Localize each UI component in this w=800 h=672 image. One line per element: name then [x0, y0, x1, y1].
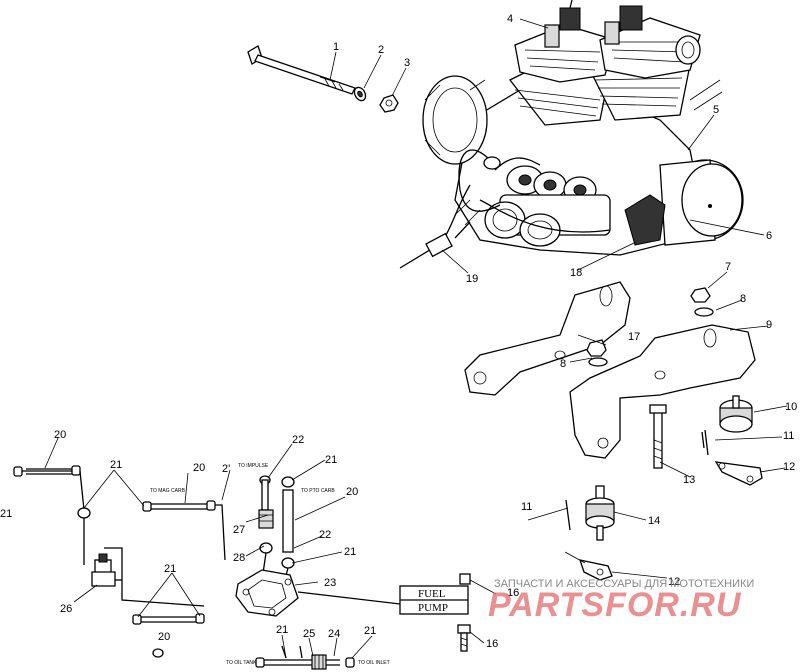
fuel-oil-lines — [13, 465, 471, 670]
callout-8-lower: 8 — [560, 358, 566, 370]
callout-22-b: 22 — [319, 529, 331, 541]
callout-14: 14 — [648, 515, 660, 527]
callout-18: 18 — [570, 267, 582, 279]
callout-21-a: 21 — [0, 508, 12, 520]
callout-19: 19 — [466, 273, 478, 285]
callout-21-d: 21 — [325, 454, 337, 466]
callout-10: 10 — [785, 401, 797, 413]
label-to-oil-inlet: TO OIL INLET — [358, 660, 390, 666]
callout-20-a: 20 — [54, 429, 66, 441]
callout-12-lower: 12 — [668, 576, 680, 588]
label-to-oil-tank: TO OIL TANK — [226, 660, 257, 666]
callout-4: 4 — [507, 13, 513, 25]
callout-13: 13 — [683, 474, 695, 486]
decal-line1: FUEL — [418, 588, 446, 600]
callout-12-right: 12 — [783, 461, 795, 473]
callout-numbers: 1 2 3 4 5 6 7 8 8 9 10 11 11 12 12 13 14… — [0, 13, 797, 650]
engine-mount-plates — [464, 281, 763, 581]
bolt-washer-nut — [247, 45, 399, 113]
callout-22-a: 22 — [292, 434, 304, 446]
callout-21-h: 21 — [364, 625, 376, 637]
callout-21-f: 21 — [164, 563, 176, 575]
callout-9: 9 — [766, 319, 772, 331]
callout-11-lower: 11 — [521, 501, 532, 513]
callout-21-e: 21 — [344, 546, 356, 558]
callout-17: 17 — [628, 331, 640, 343]
callout-21-c: 2' — [222, 463, 230, 475]
callout-11-right: 11 — [783, 430, 794, 442]
label-to-impulse: TO IMPULSE — [238, 463, 269, 469]
callout-23: 23 — [324, 577, 336, 589]
callout-1: 1 — [333, 41, 339, 53]
fuel-pump-decal: FUEL PUMP — [399, 585, 469, 615]
callout-21-g: 21 — [276, 624, 288, 636]
callout-24: 24 — [328, 628, 340, 640]
label-to-pto-carb: TO PTO CARB — [301, 488, 335, 494]
callout-5: 5 — [713, 104, 719, 116]
callout-25: 25 — [303, 628, 315, 640]
callout-16-upper: 16 — [507, 587, 519, 599]
callout-28: 28 — [233, 552, 245, 564]
watermark-logo: PARTSFOR.RU — [488, 586, 742, 624]
hose-labels: TO MAG CARB TO IMPULSE TO PTO CARB TO OI… — [150, 463, 390, 666]
decal-line2: PUMP — [418, 602, 448, 614]
engine-assembly — [399, 0, 744, 269]
callout-8-upper: 8 — [740, 293, 746, 305]
callout-21-b: 21 — [110, 459, 122, 471]
callout-20-b: 20 — [193, 462, 205, 474]
callout-2: 2 — [378, 44, 384, 56]
callout-16-lower: 16 — [486, 638, 498, 650]
callout-3: 3 — [404, 57, 410, 69]
callout-7: 7 — [725, 261, 731, 273]
watermark-caption: ЗАПЧАСТИ И АКСЕССУАРЫ ДЛЯ МОТОТЕХНИКИ — [494, 578, 755, 590]
callout-20-d: 20 — [158, 631, 170, 643]
callout-6: 6 — [766, 230, 772, 242]
leader-lines — [44, 18, 788, 659]
callout-20-c: 20 — [346, 486, 358, 498]
callout-27: 27 — [233, 524, 245, 536]
label-to-mag-carb: TO MAG CARB — [150, 488, 186, 494]
callout-26: 26 — [60, 603, 72, 615]
